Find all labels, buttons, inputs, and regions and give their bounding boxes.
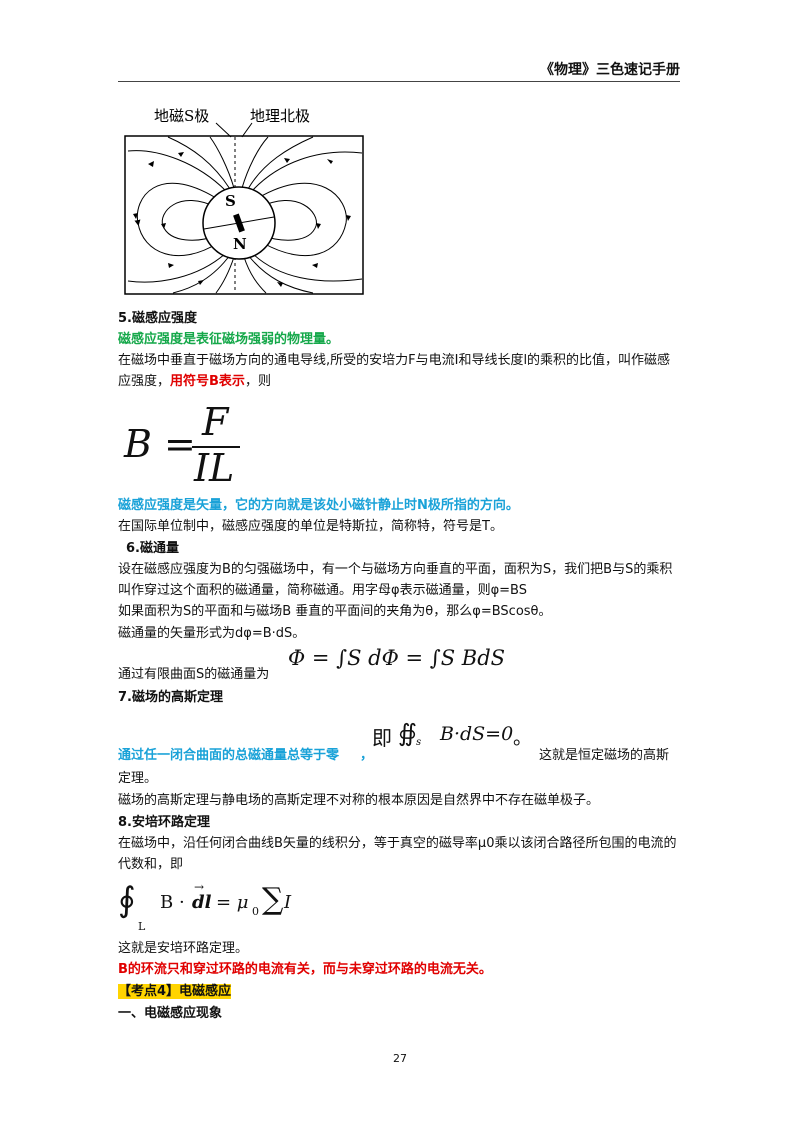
s5-paragraph: 在磁场中垂直于磁场方向的通电导线,所受的安培力F与电流I和导线长度l的乘积的比值… [118, 350, 682, 392]
s5-vector-statement: 磁感应强度是矢量，它的方向就是该处小磁针静止时N极所指的方向。 [118, 498, 519, 513]
s5-unit: 在国际单位制中，磁感应强度的单位是特斯拉，简称特，符号是T。 [118, 519, 503, 534]
s5-symbol-note: 用符号B表示 [170, 374, 245, 389]
kaodian-heading: 【考点4】电磁感应 [118, 981, 682, 1002]
closed-surface-integral-icon: ∯ [398, 719, 417, 747]
s8-paragraph-2: 这就是安培环路定理。 [118, 941, 249, 956]
sum-icon: ∑ [262, 882, 284, 917]
s7-formula: B·dS=0 [440, 723, 514, 745]
formula-current: I [284, 892, 292, 913]
s6-paragraph-3: 磁通量的矢量形式为dφ=B·dS。 [118, 626, 306, 641]
fraction-bar [192, 446, 240, 448]
section-1-heading: 一、电磁感应现象 [118, 1006, 223, 1021]
header-rule [118, 81, 680, 82]
field-lines-diagram: 地磁S极 地理北极 [124, 107, 364, 295]
s6-paragraph-2: 如果面积为S的平面和与磁场B 垂直的平面间的夹角为θ，那么φ=BScosθ。 [118, 604, 552, 619]
section-5-title: 5.磁感应强度 [118, 311, 197, 326]
kaodian-highlight: 【考点4】电磁感应 [118, 984, 232, 999]
formula-ampere-law: ∮ L B · → dl = μ 0 ∑ I [118, 880, 318, 938]
label-geomagnetic-s: 地磁S极 [154, 107, 209, 125]
s5-text-end: ，则 [244, 374, 271, 389]
formula-rhs: = μ [216, 892, 249, 913]
section-7-title: 7.磁场的高斯定理 [118, 690, 223, 705]
formula-numerator: F [202, 400, 229, 444]
contour-integral-icon: ∮ [118, 880, 136, 920]
needle-s-label: S [225, 192, 236, 210]
vector-arrow-icon: → [194, 880, 205, 894]
s8-paragraph-1: 在磁场中，沿任何闭合曲线B矢量的线积分，等于真空的磁导率μ0乘以该闭合路径所包围… [118, 836, 677, 872]
s7-gauss-line: 通过任一闭合曲面的总磁通量总等于零 ， 即 ∯ s B·dS=0 。 这就是恒定… [118, 717, 682, 763]
formula-flux-integral: Φ = ∫S dΦ = ∫S BdS [288, 646, 506, 670]
s7-paragraph-2: 磁场的高斯定理与静电场的高斯定理不对称的根本原因是自然界中不存在磁单极子。 [118, 793, 600, 808]
s5-definition: 磁感应强度是表征磁场强弱的物理量。 [118, 332, 340, 347]
s7-blue-statement: 通过任一闭合曲面的总磁通量总等于零 [118, 748, 340, 763]
s5-text: 在磁场中垂直于磁场方向的通电导线,所受的安培力F与电流I和导线长度l的乘积的比值… [118, 353, 671, 389]
s7-tail: 这就是恒定磁场的高斯 [539, 748, 670, 763]
formula-dl: dl [192, 892, 212, 913]
s7-tail-2: 定理。 [118, 771, 158, 786]
loop-subscript: L [138, 920, 146, 933]
s7-formula-suffix: 。 [513, 727, 533, 749]
formula-denominator: IL [194, 446, 235, 490]
formula-mu-subscript: 0 [252, 905, 259, 918]
page-number: 27 [393, 1052, 407, 1065]
formula-b-dot: B · [160, 892, 185, 913]
s8-red-statement: B的环流只和穿过环路的电流有关，而与未穿过环路的电流无关。 [118, 962, 492, 977]
running-header: 《物理》三色速记手册 [540, 62, 680, 78]
label-geographic-north: 地理北极 [250, 107, 310, 125]
surface-subscript: s [416, 737, 422, 748]
needle-n-label: N [233, 235, 247, 253]
s6-paragraph-4: 通过有限曲面S的磁通量为 [118, 667, 270, 682]
section-6-title: 6.磁通量 [126, 541, 179, 556]
s6-paragraph-1: 设在磁感应强度为B的匀强磁场中，有一个与磁场方向垂直的平面，面积为S，我们把B与… [118, 562, 673, 598]
earth-magnetic-field-figure: 地磁S极 地理北极 [118, 103, 368, 303]
formula-b-lhs: B = [124, 422, 196, 466]
s7-formula-prefix: 即 [372, 726, 392, 750]
s7-comma: ， [360, 748, 374, 763]
section-8-title: 8.安培环路定理 [118, 815, 210, 830]
